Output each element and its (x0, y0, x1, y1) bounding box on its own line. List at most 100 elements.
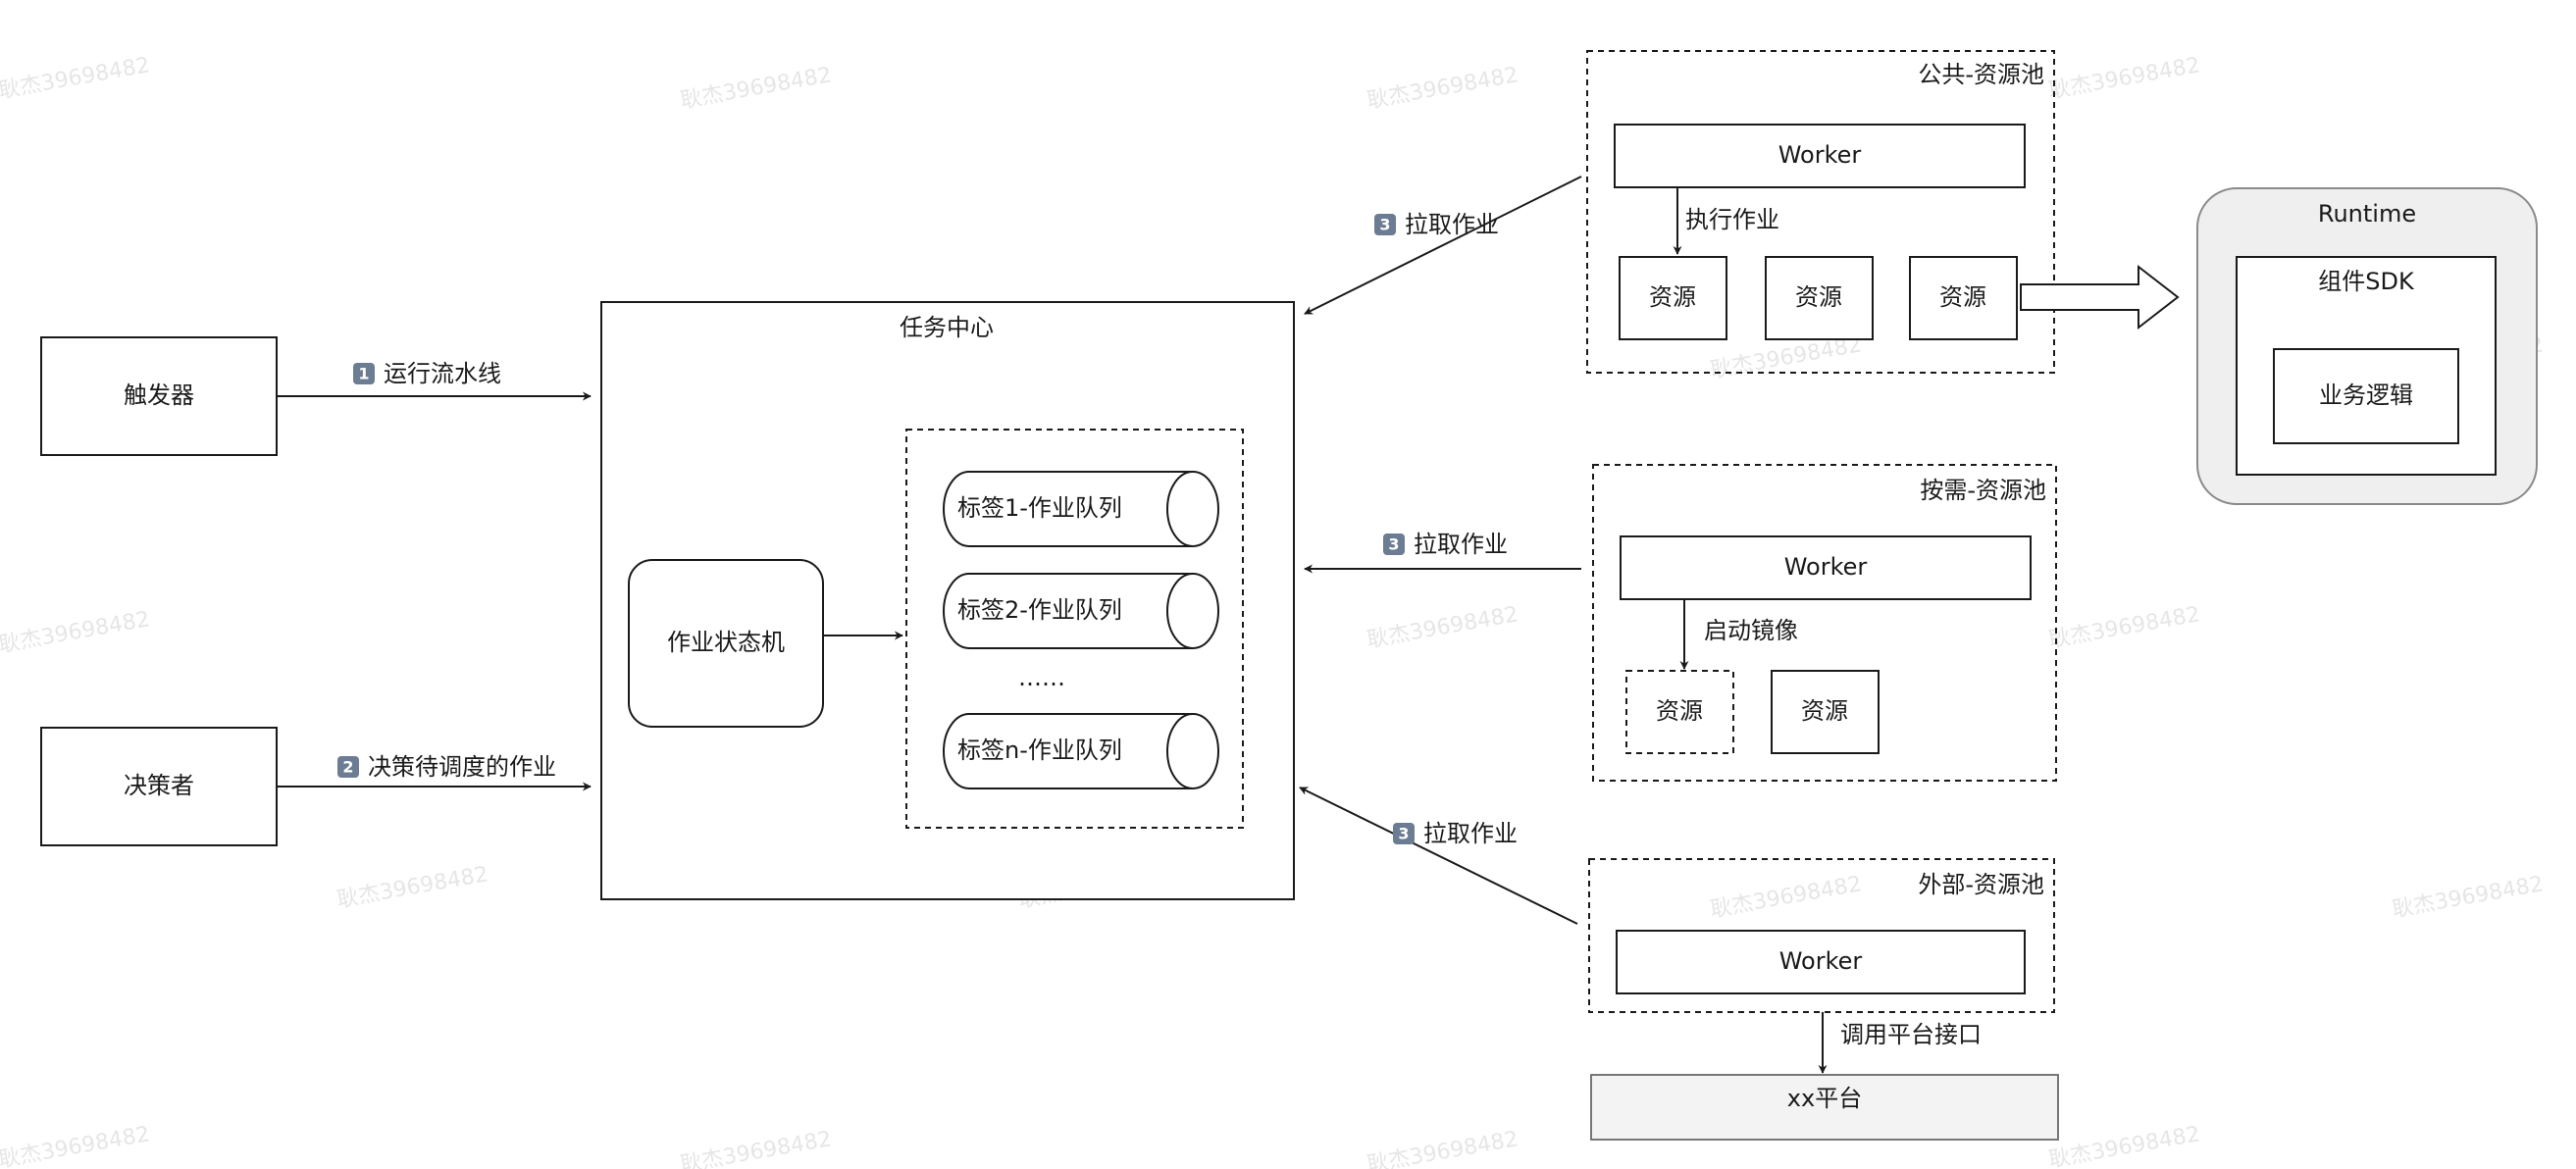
step-3-badge-text: 3 (1388, 535, 1399, 554)
ondemand-pool-box (1592, 464, 2057, 782)
trigger-label: 触发器 (124, 381, 194, 409)
ondemand-worker-label: Worker (1784, 553, 1868, 581)
decide-jobs-label: 决策待调度的作业 (368, 753, 556, 781)
queue-n[interactable]: 标签n-作业队列 (943, 713, 1219, 789)
step-3-badge (1393, 823, 1415, 844)
call-platform-label: 调用平台接口 (1840, 1021, 1982, 1048)
ondemand-worker-box (1620, 535, 2032, 600)
trigger-box (40, 336, 278, 456)
external-worker-box (1616, 930, 2026, 994)
watermark: 耿杰39698482 (2391, 872, 2546, 923)
watermark: 耿杰39698482 (2047, 602, 2202, 653)
step-3-badge (1374, 214, 1396, 235)
watermark: 耿杰39698482 (2047, 53, 2202, 104)
trigger-node[interactable]: 触发器 (40, 336, 278, 456)
public-resource-2-label: 资源 (1795, 283, 1842, 311)
watermark: 耿杰39698482 (1365, 1127, 1520, 1169)
decider-label: 决策者 (124, 772, 194, 799)
job-state-machine-label: 作业状态机 (667, 629, 785, 656)
public-worker[interactable]: Worker (1614, 124, 2026, 188)
decider-node[interactable]: 决策者 (40, 727, 278, 846)
public-pool-box (1586, 50, 2055, 374)
business-logic-label: 业务逻辑 (2319, 381, 2413, 409)
queue-n-cap (1166, 713, 1194, 789)
watermark: 耿杰39698482 (679, 1127, 834, 1169)
runtime-container[interactable]: Runtime 组件SDK 业务逻辑 (2196, 187, 2538, 505)
edge-pull-job-public: 3 拉取作业 (1304, 176, 1582, 315)
public-resource-1-box (1619, 256, 1727, 340)
public-resource-1[interactable]: 资源 (1619, 256, 1727, 340)
external-resource-pool[interactable]: 外部-资源池 Worker (1588, 858, 2055, 1013)
step-1-badge-text: 1 (358, 365, 369, 383)
run-pipeline-label: 运行流水线 (384, 360, 501, 387)
runtime-title: Runtime (2318, 200, 2416, 228)
queue-2-cap (1166, 573, 1194, 649)
watermark: 耿杰39698482 (679, 63, 834, 114)
public-resource-3[interactable]: 资源 (1909, 256, 2018, 340)
task-center[interactable]: 任务中心 作业状态机 标签1-作业队列 标签2-作业队列 …… 标签n-作业队列 (600, 301, 1295, 900)
queue-1[interactable]: 标签1-作业队列 (943, 471, 1219, 547)
queue-1-cap (1166, 471, 1194, 547)
ondemand-pool-title: 按需-资源池 (1920, 477, 2046, 504)
public-resource-3-label: 资源 (1939, 283, 1986, 311)
watermark: 耿杰39698482 (1365, 602, 1520, 653)
public-resource-2[interactable]: 资源 (1765, 256, 1874, 340)
execute-job-label: 执行作业 (1685, 206, 1779, 233)
ondemand-resource-2-box (1771, 670, 1880, 754)
step-3-badge-text: 3 (1379, 216, 1390, 234)
public-worker-box (1614, 124, 2026, 188)
ondemand-resource-2[interactable]: 资源 (1771, 670, 1880, 754)
job-state-machine[interactable]: 作业状态机 (628, 559, 824, 728)
edge-run-pipeline: 1 运行流水线 (277, 360, 592, 401)
xx-platform[interactable]: xx平台 (1590, 1074, 2059, 1141)
queue-1-label: 标签1-作业队列 (957, 494, 1122, 522)
queue-2[interactable]: 标签2-作业队列 (943, 573, 1219, 649)
public-pool-title: 公共-资源池 (1918, 61, 2044, 88)
edge-decide-jobs: 2 决策待调度的作业 (277, 753, 592, 791)
start-image-label: 启动镜像 (1704, 617, 1798, 644)
task-center-title: 任务中心 (900, 314, 994, 341)
decider-box (40, 727, 278, 846)
pull-job-external-label: 拉取作业 (1423, 820, 1518, 847)
business-logic-box (2273, 348, 2459, 444)
step-2-badge (337, 756, 359, 778)
step-2-badge-text: 2 (342, 758, 353, 777)
step-1-badge (353, 363, 375, 384)
queue-2-label: 标签2-作业队列 (957, 596, 1122, 624)
xx-platform-box (1590, 1074, 2059, 1141)
ondemand-resource-1-box (1625, 670, 1734, 754)
queue-n-label: 标签n-作业队列 (957, 737, 1122, 764)
resource-to-runtime-block-arrow (2020, 264, 2180, 330)
public-worker-label: Worker (1778, 141, 1862, 169)
pull-job-public-label: 拉取作业 (1405, 211, 1499, 238)
step-3-badge-text: 3 (1398, 825, 1409, 843)
public-resource-pool[interactable]: 公共-资源池 Worker 执行作业 资源 资源 资源 (1586, 50, 2055, 374)
external-worker[interactable]: Worker (1616, 930, 2026, 994)
pull-job-external-arrow (1299, 787, 1578, 925)
watermark: 耿杰39698482 (0, 1122, 152, 1169)
watermark: 耿杰39698482 (335, 862, 490, 913)
watermark: 耿杰39698482 (2047, 1122, 2202, 1169)
watermark: 耿杰39698482 (1709, 872, 1864, 923)
queue-ellipsis: …… (1018, 664, 1065, 691)
ondemand-resource-2-label: 资源 (1801, 697, 1848, 725)
business-logic[interactable]: 业务逻辑 (2273, 348, 2459, 444)
pull-job-public-arrow (1304, 176, 1582, 315)
component-sdk-label: 组件SDK (2318, 268, 2415, 295)
watermark: 耿杰39698482 (0, 607, 152, 658)
pull-job-ondemand-label: 拉取作业 (1414, 531, 1508, 558)
external-pool-title: 外部-资源池 (1918, 871, 2044, 898)
step-3-badge (1383, 534, 1405, 555)
ondemand-worker[interactable]: Worker (1620, 535, 2032, 600)
ondemand-resource-1[interactable]: 资源 (1625, 670, 1734, 754)
external-worker-label: Worker (1779, 947, 1863, 975)
edge-pull-job-ondemand: 3 拉取作业 (1304, 531, 1581, 574)
ondemand-resource-1-label: 资源 (1656, 697, 1703, 725)
external-pool-box (1588, 858, 2055, 1013)
public-resource-3-box (1909, 256, 2018, 340)
component-sdk[interactable]: 组件SDK 业务逻辑 (2236, 256, 2497, 476)
watermark: 耿杰39698482 (1365, 63, 1520, 114)
xx-platform-label: xx平台 (1787, 1085, 1862, 1112)
ondemand-resource-pool[interactable]: 按需-资源池 Worker 启动镜像 资源 资源 (1592, 464, 2057, 782)
